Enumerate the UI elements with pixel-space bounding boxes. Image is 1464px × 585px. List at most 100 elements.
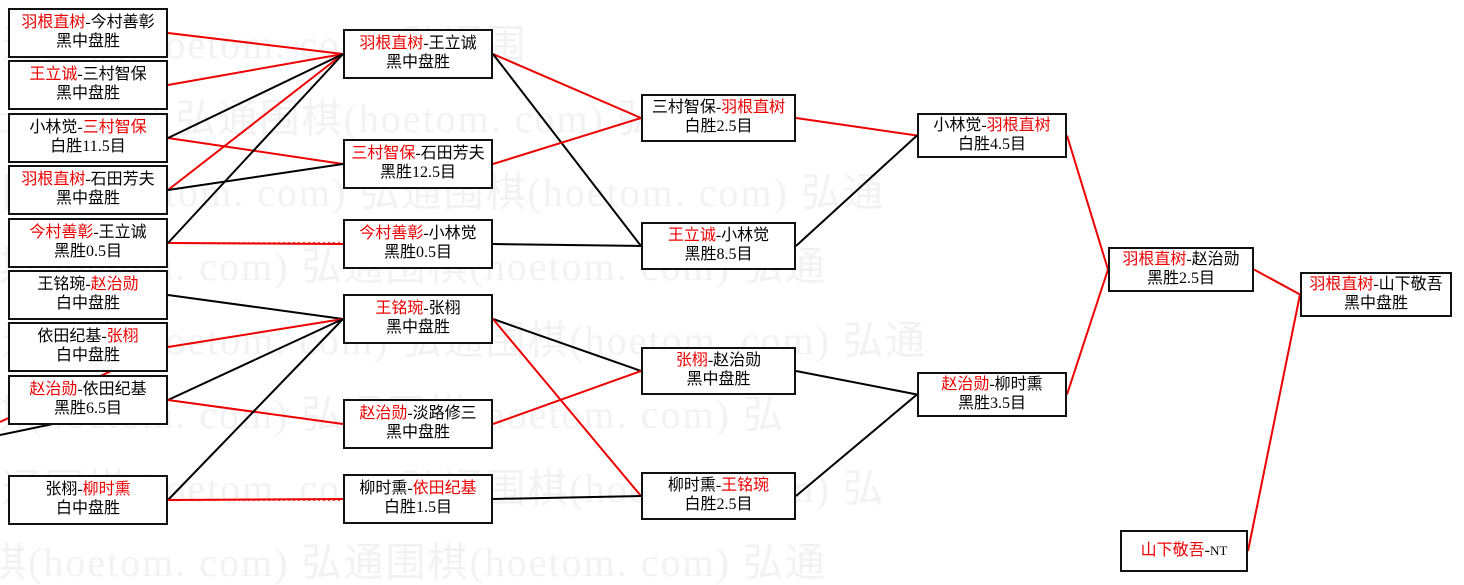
match-players: 三村智保-石田芳夫: [351, 145, 484, 164]
match-players: 羽根直树-今村善彰: [21, 14, 154, 33]
vs-dash: -: [423, 225, 429, 243]
match-result: 白中盘胜: [55, 347, 120, 364]
match-players: 柳时熏-王铭琬: [668, 477, 769, 496]
match-box[interactable]: 赵治勋-柳时熏黑胜3.5目: [917, 372, 1067, 417]
match-result: 黑中盘胜: [1343, 294, 1408, 312]
vs-dash: -: [85, 14, 91, 32]
connector-r1m2-r2m1: [167, 53, 344, 86]
match-box[interactable]: 赵治勋-依田纪基黑胜6.5目: [8, 375, 168, 425]
match-box[interactable]: 今村善彰-小林觉黑胜0.5目: [343, 219, 493, 269]
match-result: 黑中盘胜: [385, 424, 450, 441]
connector-r1m8-r2m4: [167, 318, 344, 401]
vs-dash: -: [415, 145, 421, 163]
player-left: 羽根直树: [1122, 250, 1187, 268]
vs-dash: -: [93, 224, 99, 242]
player-left: 赵治勋: [941, 375, 990, 393]
match-box[interactable]: 依田纪基-张栩白中盘胜: [8, 322, 168, 372]
vs-dash: -: [1373, 275, 1379, 293]
match-players: 张栩-柳时熏: [45, 481, 130, 500]
player-right: 石田芳夫: [420, 145, 485, 163]
vs-dash: -: [989, 375, 995, 393]
match-box[interactable]: 三村智保-羽根直树白胜2.5目: [641, 94, 796, 142]
player-left: 羽根直树: [21, 14, 86, 32]
player-right: 小林觉: [721, 227, 770, 245]
player-left: 今村善彰: [29, 224, 94, 242]
connector-r2m3-r3m2: [492, 243, 642, 247]
match-box[interactable]: 柳时熏-王铭琬白胜2.5目: [641, 472, 796, 520]
player-right: 石田芳夫: [90, 171, 155, 189]
player-left: 王铭琬: [375, 300, 424, 318]
match-players: 羽根直树-山下敬吾: [1309, 276, 1442, 295]
connector-r1m3-r2m1: [167, 53, 344, 139]
player-right: 今村善彰: [90, 14, 155, 32]
player-left: 三村智保: [351, 145, 416, 163]
match-box[interactable]: 羽根直树-今村善彰黑中盘胜: [8, 8, 168, 58]
player-right: 小林觉: [428, 225, 477, 243]
vs-dash: -: [101, 328, 107, 346]
match-result: 黑中盘胜: [385, 319, 450, 336]
match-box[interactable]: 柳时熏-依田纪基白胜1.5目: [343, 474, 493, 524]
vs-dash: -: [715, 227, 722, 245]
match-box[interactable]: 赵治勋-淡路修三黑中盘胜: [343, 399, 493, 449]
match-box[interactable]: 羽根直树-王立诚黑中盘胜: [343, 29, 493, 79]
player-right: 柳时熏: [82, 481, 131, 499]
player-right: 王铭琬: [721, 477, 770, 495]
vs-dash: -: [407, 405, 413, 423]
match-box[interactable]: 张栩-柳时熏白中盘胜: [8, 475, 168, 525]
vs-dash: -: [77, 119, 83, 137]
connector-r5m1-r6m1: [1253, 268, 1301, 296]
match-result: 白胜11.5目: [50, 138, 126, 155]
match-box[interactable]: 山下敬吾-NT: [1120, 530, 1248, 572]
match-box[interactable]: 小林觉-三村智保白胜11.5目: [8, 113, 168, 163]
connector-r1m6-r2m4: [167, 294, 344, 320]
player-right: NT: [1210, 542, 1228, 558]
connector-r5m2-r6m1: [1247, 294, 1301, 552]
match-box[interactable]: 羽根直树-石田芳夫黑中盘胜: [8, 165, 168, 215]
match-players: 柳时熏-依田纪基: [359, 480, 476, 499]
match-box[interactable]: 小林觉-羽根直树白胜4.5目: [917, 113, 1067, 158]
match-players: 今村善彰-小林觉: [359, 225, 476, 244]
connector-r1m9-r2m6: [167, 498, 344, 501]
match-result: 黑中盘胜: [55, 190, 120, 207]
match-players: 赵治勋-依田纪基: [29, 381, 146, 400]
player-left: 小林觉: [29, 119, 78, 137]
player-right: 张栩: [106, 328, 139, 346]
player-left: 羽根直树: [359, 35, 424, 53]
match-players: 今村善彰-王立诚: [29, 224, 146, 243]
match-box[interactable]: 王铭琬-张栩黑中盘胜: [343, 294, 493, 344]
player-left: 王立诚: [667, 227, 716, 245]
match-players: 王铭琬-张栩: [375, 300, 460, 319]
match-box[interactable]: 王铭琬-赵治勋白中盘胜: [8, 270, 168, 320]
player-right: 王立诚: [98, 224, 147, 242]
player-left: 依田纪基: [37, 328, 102, 346]
match-result: 黑中盘胜: [385, 54, 450, 71]
match-box[interactable]: 今村善彰-王立诚黑胜0.5目: [8, 218, 168, 268]
match-result: 黑胜8.5目: [684, 246, 753, 263]
vs-dash: -: [1186, 250, 1192, 268]
match-box[interactable]: 王立诚-三村智保黑中盘胜: [8, 60, 168, 110]
match-box[interactable]: 三村智保-石田芳夫黑胜12.5目: [343, 139, 493, 189]
player-left: 赵治勋: [29, 381, 78, 399]
match-players: 羽根直树-王立诚: [359, 35, 476, 54]
match-result: 白中盘胜: [55, 295, 120, 312]
player-right: 赵治勋: [713, 352, 762, 370]
player-left: 赵治勋: [359, 405, 408, 423]
match-result: 白胜1.5目: [383, 499, 452, 516]
match-box[interactable]: 羽根直树-山下敬吾黑中盘胜: [1300, 272, 1452, 317]
connector-r2m1-r3m1: [492, 53, 642, 119]
match-box[interactable]: 张栩-赵治勋黑中盘胜: [641, 347, 796, 395]
player-left: 柳时熏: [667, 477, 716, 495]
vs-dash: -: [981, 116, 987, 134]
match-players: 王立诚-小林觉: [668, 227, 769, 246]
match-result: 黑胜3.5目: [957, 394, 1026, 412]
vs-dash: -: [423, 35, 429, 53]
match-box[interactable]: 羽根直树-赵治勋黑胜2.5目: [1108, 247, 1254, 292]
player-left: 三村智保: [651, 99, 716, 117]
vs-dash: -: [715, 99, 722, 117]
match-box[interactable]: 王立诚-小林觉黑胜8.5目: [641, 222, 796, 270]
match-result: 黑胜0.5目: [383, 244, 452, 261]
watermark-row: 弘通围棋(hoetom. com) 弘通围棋(hoetom. com) 弘通: [0, 540, 827, 585]
player-right: 三村智保: [82, 119, 147, 137]
match-players: 小林觉-羽根直树: [933, 117, 1050, 136]
